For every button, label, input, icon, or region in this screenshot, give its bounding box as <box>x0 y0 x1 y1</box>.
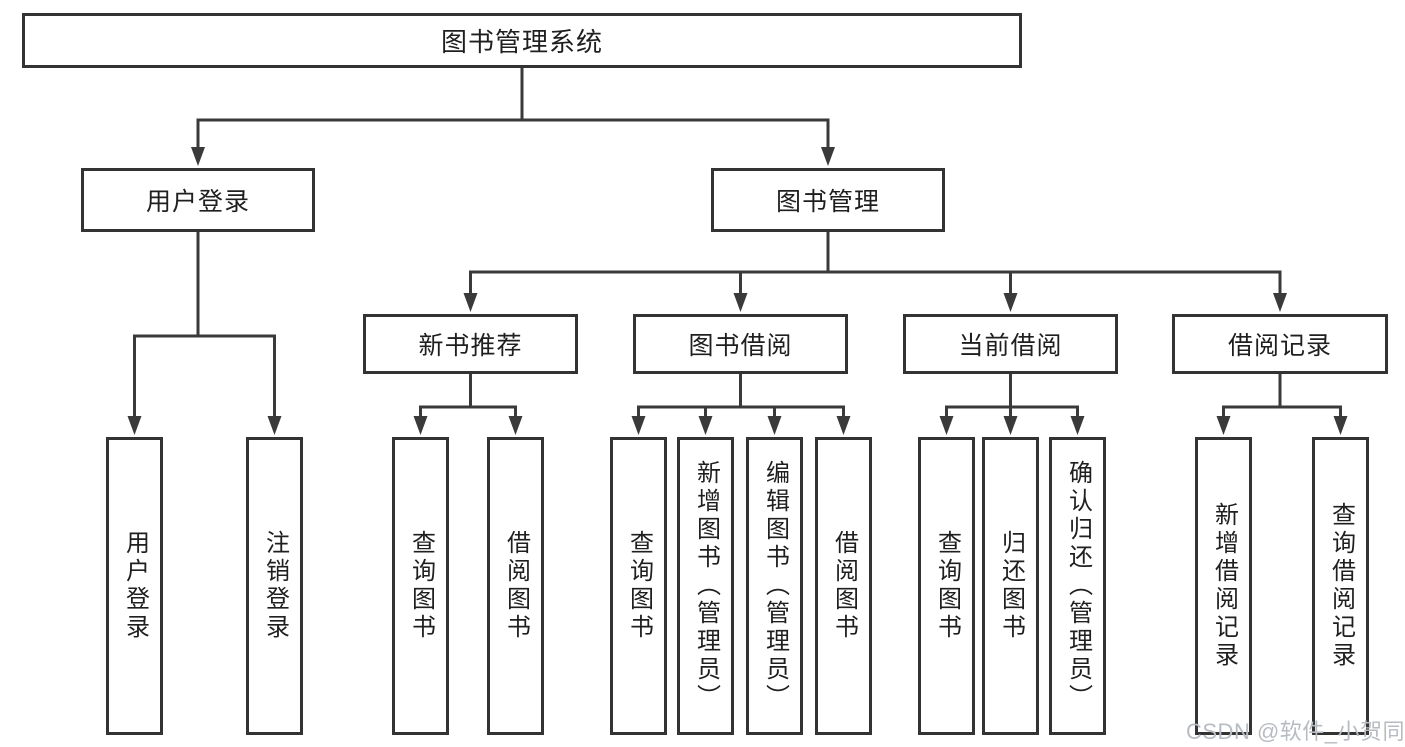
node-book-borrow: 图书借阅 <box>633 314 848 374</box>
leaf-bb-add-book-admin: 新增图书（管理员） <box>677 437 734 735</box>
connector-current-borrow-children <box>939 374 1085 435</box>
leaf-cb-return-book-label: 归还图书 <box>997 530 1025 642</box>
leaf-br-add-record: 新增借阅记录 <box>1195 437 1252 735</box>
connector-book-management-children <box>463 232 1287 312</box>
leaf-bb-borrow-book: 借阅图书 <box>815 437 872 735</box>
leaf-cb-confirm-return-admin-label: 确认归还（管理员） <box>1064 460 1092 712</box>
connector-book-borrow-children <box>631 374 851 435</box>
node-borrow-records: 借阅记录 <box>1172 314 1388 374</box>
leaf-nbr-query-book: 查询图书 <box>392 437 449 735</box>
leaf-br-query-record: 查询借阅记录 <box>1312 437 1369 735</box>
node-root: 图书管理系统 <box>22 13 1022 68</box>
leaf-logout-label: 注销登录 <box>261 530 289 642</box>
leaf-bb-query-book-label: 查询图书 <box>625 530 653 642</box>
leaf-cb-return-book: 归还图书 <box>982 437 1039 735</box>
node-book-management: 图书管理 <box>711 168 945 232</box>
leaf-user-login: 用户登录 <box>106 437 163 735</box>
leaf-cb-query-book: 查询图书 <box>918 437 975 735</box>
leaf-bb-borrow-book-label: 借阅图书 <box>830 530 858 642</box>
node-current-borrow: 当前借阅 <box>903 314 1118 374</box>
node-book-management-label: 图书管理 <box>775 188 880 216</box>
leaf-cb-query-book-label: 查询图书 <box>933 530 961 642</box>
node-book-borrow-label: 图书借阅 <box>688 332 793 360</box>
connector-new-book-recommend-children <box>413 374 523 435</box>
leaf-user-login-label: 用户登录 <box>121 530 149 642</box>
node-user-login: 用户登录 <box>81 168 315 232</box>
node-new-book-recommend: 新书推荐 <box>363 314 578 374</box>
leaf-br-query-record-label: 查询借阅记录 <box>1327 502 1355 670</box>
leaf-nbr-borrow-book-label: 借阅图书 <box>502 530 530 642</box>
node-new-book-recommend-label: 新书推荐 <box>418 332 523 360</box>
leaf-logout: 注销登录 <box>246 437 303 735</box>
node-root-label: 图书管理系统 <box>440 27 603 57</box>
connector-borrow-records-children <box>1216 374 1348 435</box>
leaf-bb-query-book: 查询图书 <box>610 437 667 735</box>
node-current-borrow-label: 当前借阅 <box>958 332 1063 360</box>
connector-user-login-children <box>127 232 282 435</box>
connector-root-to-level2 <box>191 68 835 166</box>
leaf-nbr-query-book-label: 查询图书 <box>407 530 435 642</box>
node-user-login-label: 用户登录 <box>145 188 250 216</box>
leaf-br-add-record-label: 新增借阅记录 <box>1210 502 1238 670</box>
leaf-nbr-borrow-book: 借阅图书 <box>487 437 544 735</box>
leaf-cb-confirm-return-admin: 确认归还（管理员） <box>1049 437 1106 735</box>
leaf-bb-edit-book-admin: 编辑图书（管理员） <box>746 437 803 735</box>
leaf-bb-add-book-admin-label: 新增图书（管理员） <box>692 460 720 712</box>
node-borrow-records-label: 借阅记录 <box>1227 332 1332 360</box>
watermark: CSDN @软件_小贺同学 <box>1186 719 1405 744</box>
leaf-bb-edit-book-admin-label: 编辑图书（管理员） <box>761 460 789 712</box>
